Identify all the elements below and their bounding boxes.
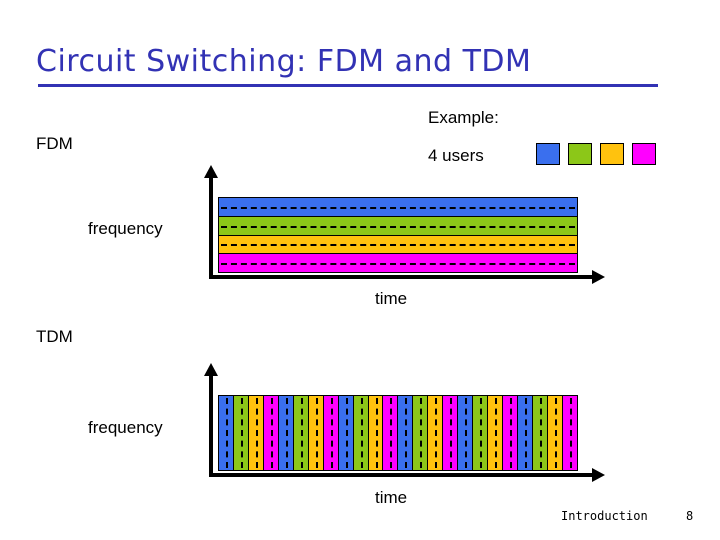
- tdm-slot-user-2: [473, 396, 489, 470]
- fdm-y-axis-label: frequency: [88, 219, 163, 238]
- slot-center-dash: [255, 398, 258, 468]
- x-axis-line: [209, 473, 595, 477]
- slot-center-dash: [510, 398, 513, 468]
- tdm-chart: [200, 363, 610, 483]
- tdm-slot-user-4: [443, 396, 459, 470]
- fdm-band-user-2: [219, 216, 577, 236]
- tdm-slot-user-1: [398, 396, 414, 470]
- slot-center-dash: [495, 398, 498, 468]
- tdm-slot-user-2: [233, 396, 249, 470]
- slot-center-dash: [345, 398, 348, 468]
- slot-center-dash: [480, 398, 483, 468]
- tdm-slot-user-2: [293, 396, 309, 470]
- legend-swatch-user-2: [568, 143, 592, 165]
- y-axis-line: [209, 176, 213, 278]
- band-center-dash: [221, 225, 575, 228]
- tdm-slot-user-3: [248, 396, 264, 470]
- legend-swatch-user-3: [600, 143, 624, 165]
- page-title: Circuit Switching: FDM and TDM: [36, 44, 532, 79]
- x-axis-arrow-icon: [592, 270, 605, 284]
- tdm-slot-user-1: [219, 396, 234, 470]
- footer-source-label: Introduction: [561, 509, 648, 523]
- tdm-slot-user-1: [518, 396, 534, 470]
- section-label-tdm: TDM: [36, 327, 73, 346]
- example-label: Example:: [428, 108, 499, 127]
- tdm-slot-user-3: [547, 396, 563, 470]
- legend-swatch-user-4: [632, 143, 656, 165]
- tdm-slot-user-4: [562, 396, 577, 470]
- tdm-slot-user-3: [488, 396, 504, 470]
- tdm-slot-user-4: [263, 396, 279, 470]
- y-axis-arrow-icon: [204, 363, 218, 376]
- slot-center-dash: [300, 398, 303, 468]
- y-axis-line: [209, 374, 213, 476]
- fdm-band-user-3: [219, 235, 577, 255]
- slot-center-dash: [450, 398, 453, 468]
- slot-center-dash: [390, 398, 393, 468]
- band-center-dash: [221, 263, 575, 266]
- tdm-x-axis-label: time: [375, 488, 408, 507]
- fdm-x-axis-label: time: [375, 289, 408, 308]
- slot-center-dash: [360, 398, 363, 468]
- tdm-slot-user-4: [503, 396, 519, 470]
- tdm-slot-user-2: [353, 396, 369, 470]
- tdm-slot-user-3: [428, 396, 444, 470]
- slot-center-dash: [225, 398, 228, 468]
- y-axis-arrow-icon: [204, 165, 218, 178]
- tdm-slot-row: [218, 395, 578, 471]
- band-center-dash: [221, 244, 575, 247]
- band-center-dash: [221, 206, 575, 209]
- tdm-slot-user-4: [323, 396, 339, 470]
- slot-center-dash: [285, 398, 288, 468]
- tdm-y-axis-label: frequency: [88, 418, 163, 437]
- slot-center-dash: [554, 398, 557, 468]
- tdm-slot-user-1: [278, 396, 294, 470]
- slot-center-dash: [270, 398, 273, 468]
- tdm-slot-user-1: [338, 396, 354, 470]
- slot-center-dash: [405, 398, 408, 468]
- legend: [536, 143, 656, 165]
- slot-center-dash: [240, 398, 243, 468]
- fdm-band-stack: [218, 197, 578, 273]
- fdm-band-user-4: [219, 254, 577, 272]
- fdm-chart: [200, 165, 610, 285]
- x-axis-arrow-icon: [592, 468, 605, 482]
- slot-center-dash: [539, 398, 542, 468]
- legend-swatch-user-1: [536, 143, 560, 165]
- x-axis-line: [209, 275, 595, 279]
- users-count-label: 4 users: [428, 146, 484, 165]
- slot-center-dash: [435, 398, 438, 468]
- tdm-slot-user-2: [533, 396, 548, 470]
- slot-center-dash: [315, 398, 318, 468]
- tdm-slot-user-4: [383, 396, 399, 470]
- slot-center-dash: [330, 398, 333, 468]
- footer-page-number: 8: [686, 509, 694, 523]
- slot-center-dash: [465, 398, 468, 468]
- title-underline: [38, 84, 658, 87]
- slot-center-dash: [525, 398, 528, 468]
- section-label-fdm: FDM: [36, 134, 73, 153]
- tdm-slot-user-3: [368, 396, 384, 470]
- fdm-band-user-1: [219, 198, 577, 217]
- tdm-slot-user-3: [308, 396, 324, 470]
- tdm-slot-user-1: [458, 396, 474, 470]
- slot-center-dash: [375, 398, 378, 468]
- tdm-slot-user-2: [413, 396, 429, 470]
- slot-center-dash: [569, 398, 572, 468]
- slot-center-dash: [420, 398, 423, 468]
